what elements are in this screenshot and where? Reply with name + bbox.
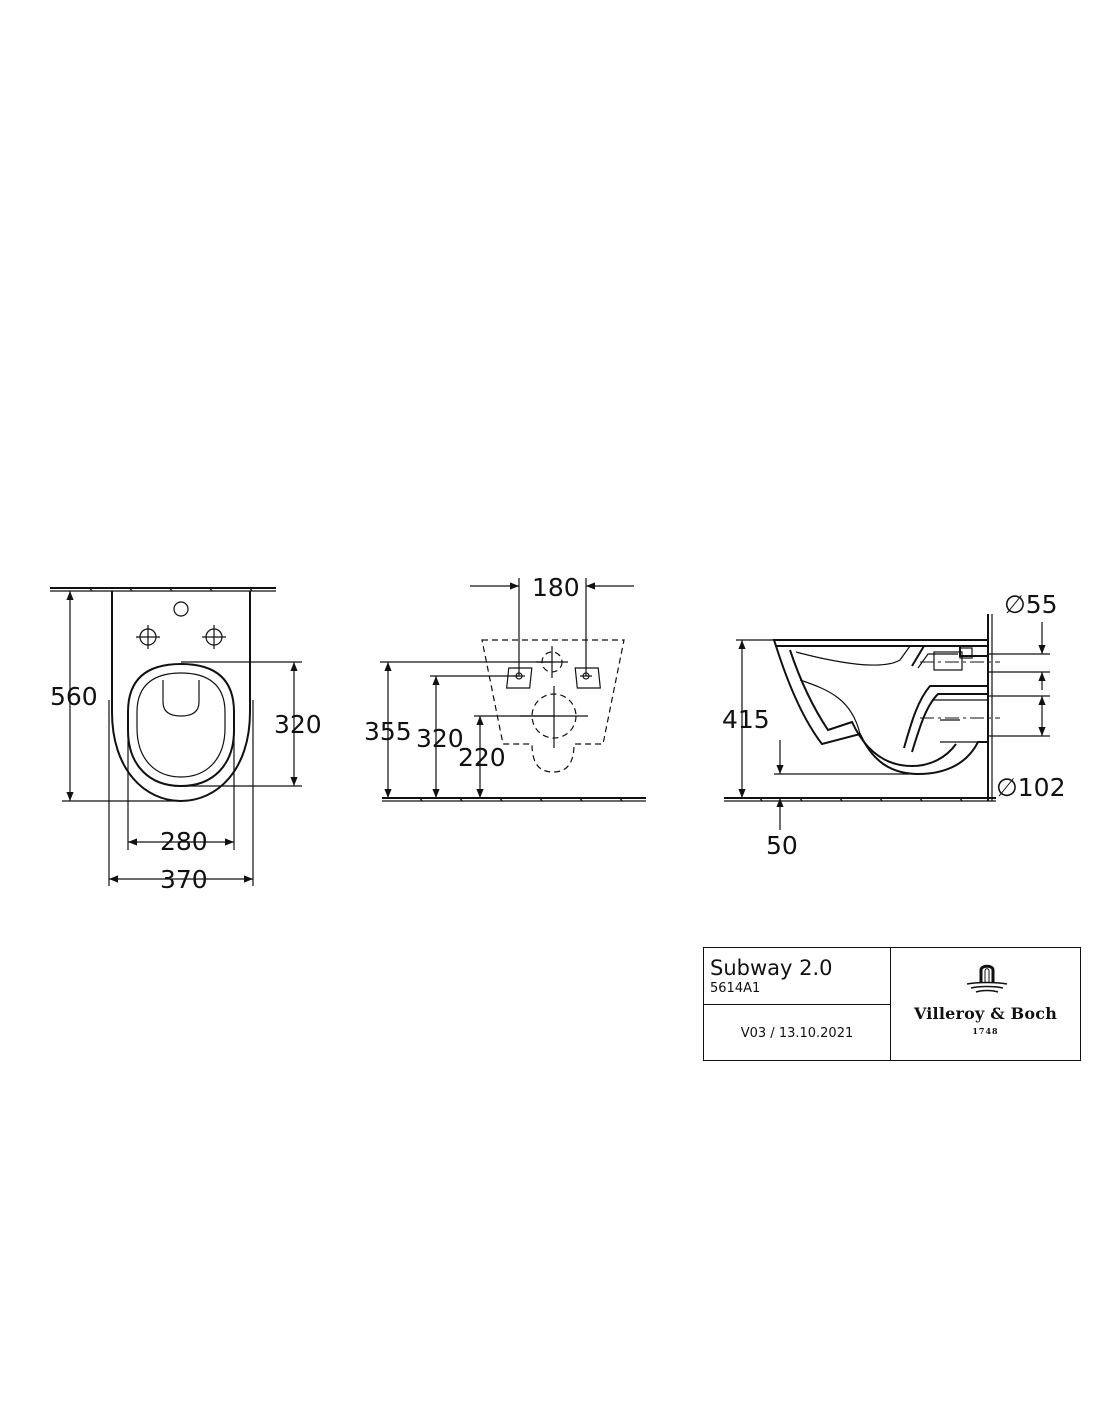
dim-front-height: 560 <box>50 682 98 711</box>
dim-rear-bolt-spacing: 180 <box>532 573 580 602</box>
product-code: 5614A1 <box>710 981 761 996</box>
bowl-outline <box>111 591 251 803</box>
brand-logo: Villeroy & Boch 1748 <box>891 948 1080 1060</box>
dim-rear-top-height: 355 <box>364 717 412 746</box>
dim-front-seat-height: 320 <box>274 710 322 739</box>
dim-side-inlet-diameter: ∅55 <box>1004 590 1058 619</box>
dim-rear-bolt-height: 320 <box>416 724 464 753</box>
dim-front-inner-width: 280 <box>160 827 208 856</box>
version-date: V03 / 13.10.2021 <box>740 1026 854 1041</box>
dim-rear-waste-height: 220 <box>458 743 506 772</box>
dim-front-outer-width: 370 <box>160 865 208 894</box>
bowl-side-outline <box>772 639 989 647</box>
title-block-info: Subway 2.0 5614A1 V03 / 13.10.2021 <box>704 948 891 1060</box>
rear-view <box>380 578 646 802</box>
product-name: Subway 2.0 <box>710 956 833 980</box>
dim-side-outlet-diameter: ∅102 <box>996 773 1066 802</box>
dim-side-height: 415 <box>722 705 770 734</box>
brand-year: 1748 <box>972 1026 999 1036</box>
tap-logo-icon <box>966 964 1008 993</box>
brand-name: Villeroy & Boch <box>913 1004 1058 1023</box>
dim-side-floor-offset: 50 <box>766 831 798 860</box>
side-view <box>724 614 1050 830</box>
title-block: Subway 2.0 5614A1 V03 / 13.10.2021 Ville… <box>703 947 1081 1061</box>
product-cell: Subway 2.0 5614A1 <box>704 948 890 1005</box>
seat-opening <box>127 662 235 788</box>
front-view <box>50 587 302 886</box>
